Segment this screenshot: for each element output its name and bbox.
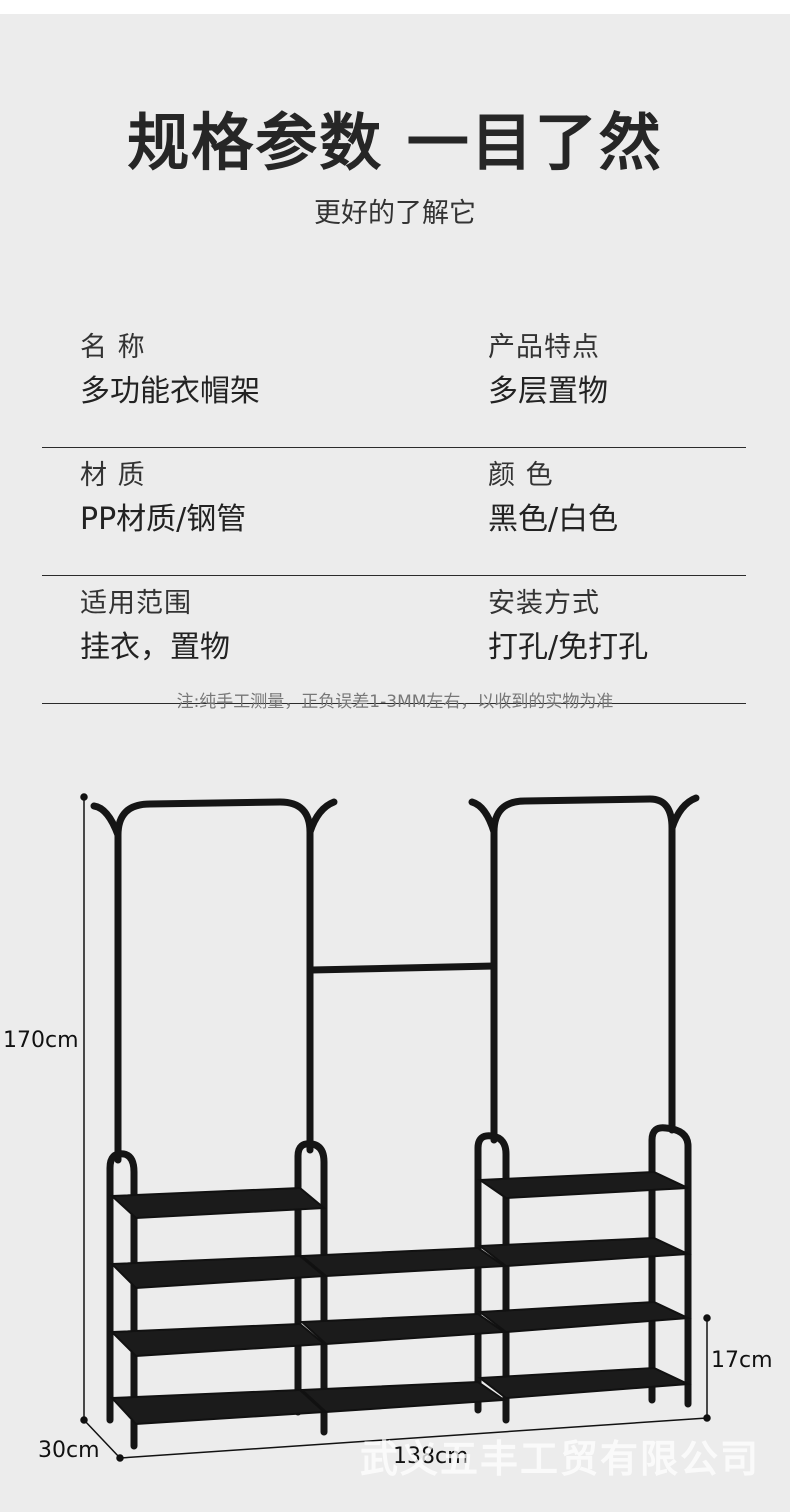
dimension-dot (80, 793, 88, 801)
left-tower-frame (106, 1150, 138, 1450)
middle-tower-frame (474, 1132, 510, 1424)
spec-cell-feature: 产品特点 多层置物 (488, 334, 608, 407)
shelf (299, 1246, 507, 1278)
spec-table: 名 称 多功能衣帽架 产品特点 多层置物 材 质 PP材质/钢管 颜 色 黑色/… (42, 320, 746, 704)
hook (668, 794, 700, 832)
shelves (109, 1170, 692, 1426)
right-hanger-frame (490, 795, 676, 1144)
spec-label: 安装方式 (488, 588, 600, 619)
shelf-gap-label: 17cm (711, 1348, 773, 1373)
spec-label: 适用范围 (80, 588, 192, 619)
dimension-lines (80, 793, 711, 1462)
hook (468, 798, 498, 836)
shelf (476, 1170, 689, 1200)
spec-cell-material: 材 质 PP材质/钢管 (80, 462, 246, 535)
measurement-note: 注:纯手工测量，正负误差1-3MM左右，以收到的实物为准 (176, 692, 614, 712)
shelf (477, 1366, 692, 1400)
rack-diagram (80, 793, 711, 1462)
shelf (477, 1300, 692, 1334)
hook (90, 802, 122, 839)
spec-label: 产品特点 (488, 332, 600, 363)
spec-value: 黑色/白色 (488, 502, 619, 537)
right-tower-frame (648, 1124, 692, 1408)
dimension-dot (703, 1314, 711, 1322)
width-label: 138cm (393, 1444, 469, 1469)
hook (306, 798, 338, 836)
spec-cell-color: 颜 色 黑色/白色 (488, 462, 618, 535)
spec-value: 多层置物 (488, 374, 608, 409)
spec-row: 材 质 PP材质/钢管 颜 色 黑色/白色 (42, 448, 746, 576)
spec-value: 打孔/免打孔 (488, 630, 649, 665)
shelf (109, 1254, 327, 1290)
shelf (299, 1380, 507, 1414)
shelf (299, 1312, 507, 1346)
spec-label: 颜 色 (488, 460, 554, 491)
spec-cell-usage: 适用范围 挂衣，置物 (80, 590, 230, 663)
middle-hanging-bar (308, 962, 498, 974)
depth-label: 30cm (38, 1438, 100, 1463)
shelf (477, 1236, 692, 1268)
shelf (109, 1388, 327, 1426)
page-subtitle: 更好的了解它 (314, 198, 476, 229)
spec-label: 材 质 (80, 460, 146, 491)
company-watermark: 武义五丰工贸有限公司 (360, 1437, 761, 1481)
page-title: 规格参数 一目了然 (127, 106, 663, 179)
left-hanger-frame (114, 798, 314, 1164)
spec-value: 多功能衣帽架 (80, 374, 260, 409)
width-dimension-line (119, 1417, 708, 1459)
spec-label: 名 称 (80, 332, 146, 363)
spec-cell-name: 名 称 多功能衣帽架 (80, 334, 260, 407)
spec-row: 名 称 多功能衣帽架 产品特点 多层置物 (42, 320, 746, 448)
shelf (109, 1186, 327, 1220)
spec-value: PP材质/钢管 (80, 502, 247, 537)
shelf (109, 1322, 327, 1358)
spec-cell-install: 安装方式 打孔/免打孔 (488, 590, 648, 663)
spec-value: 挂衣，置物 (80, 630, 230, 665)
left-tower-frame (294, 1140, 328, 1436)
rack-frame (90, 794, 700, 1450)
spec-row: 适用范围 挂衣，置物 安装方式 打孔/免打孔 (42, 576, 746, 704)
top-strip (0, 0, 790, 14)
height-label: 170cm (3, 1028, 79, 1053)
depth-dimension-line (83, 1419, 121, 1459)
